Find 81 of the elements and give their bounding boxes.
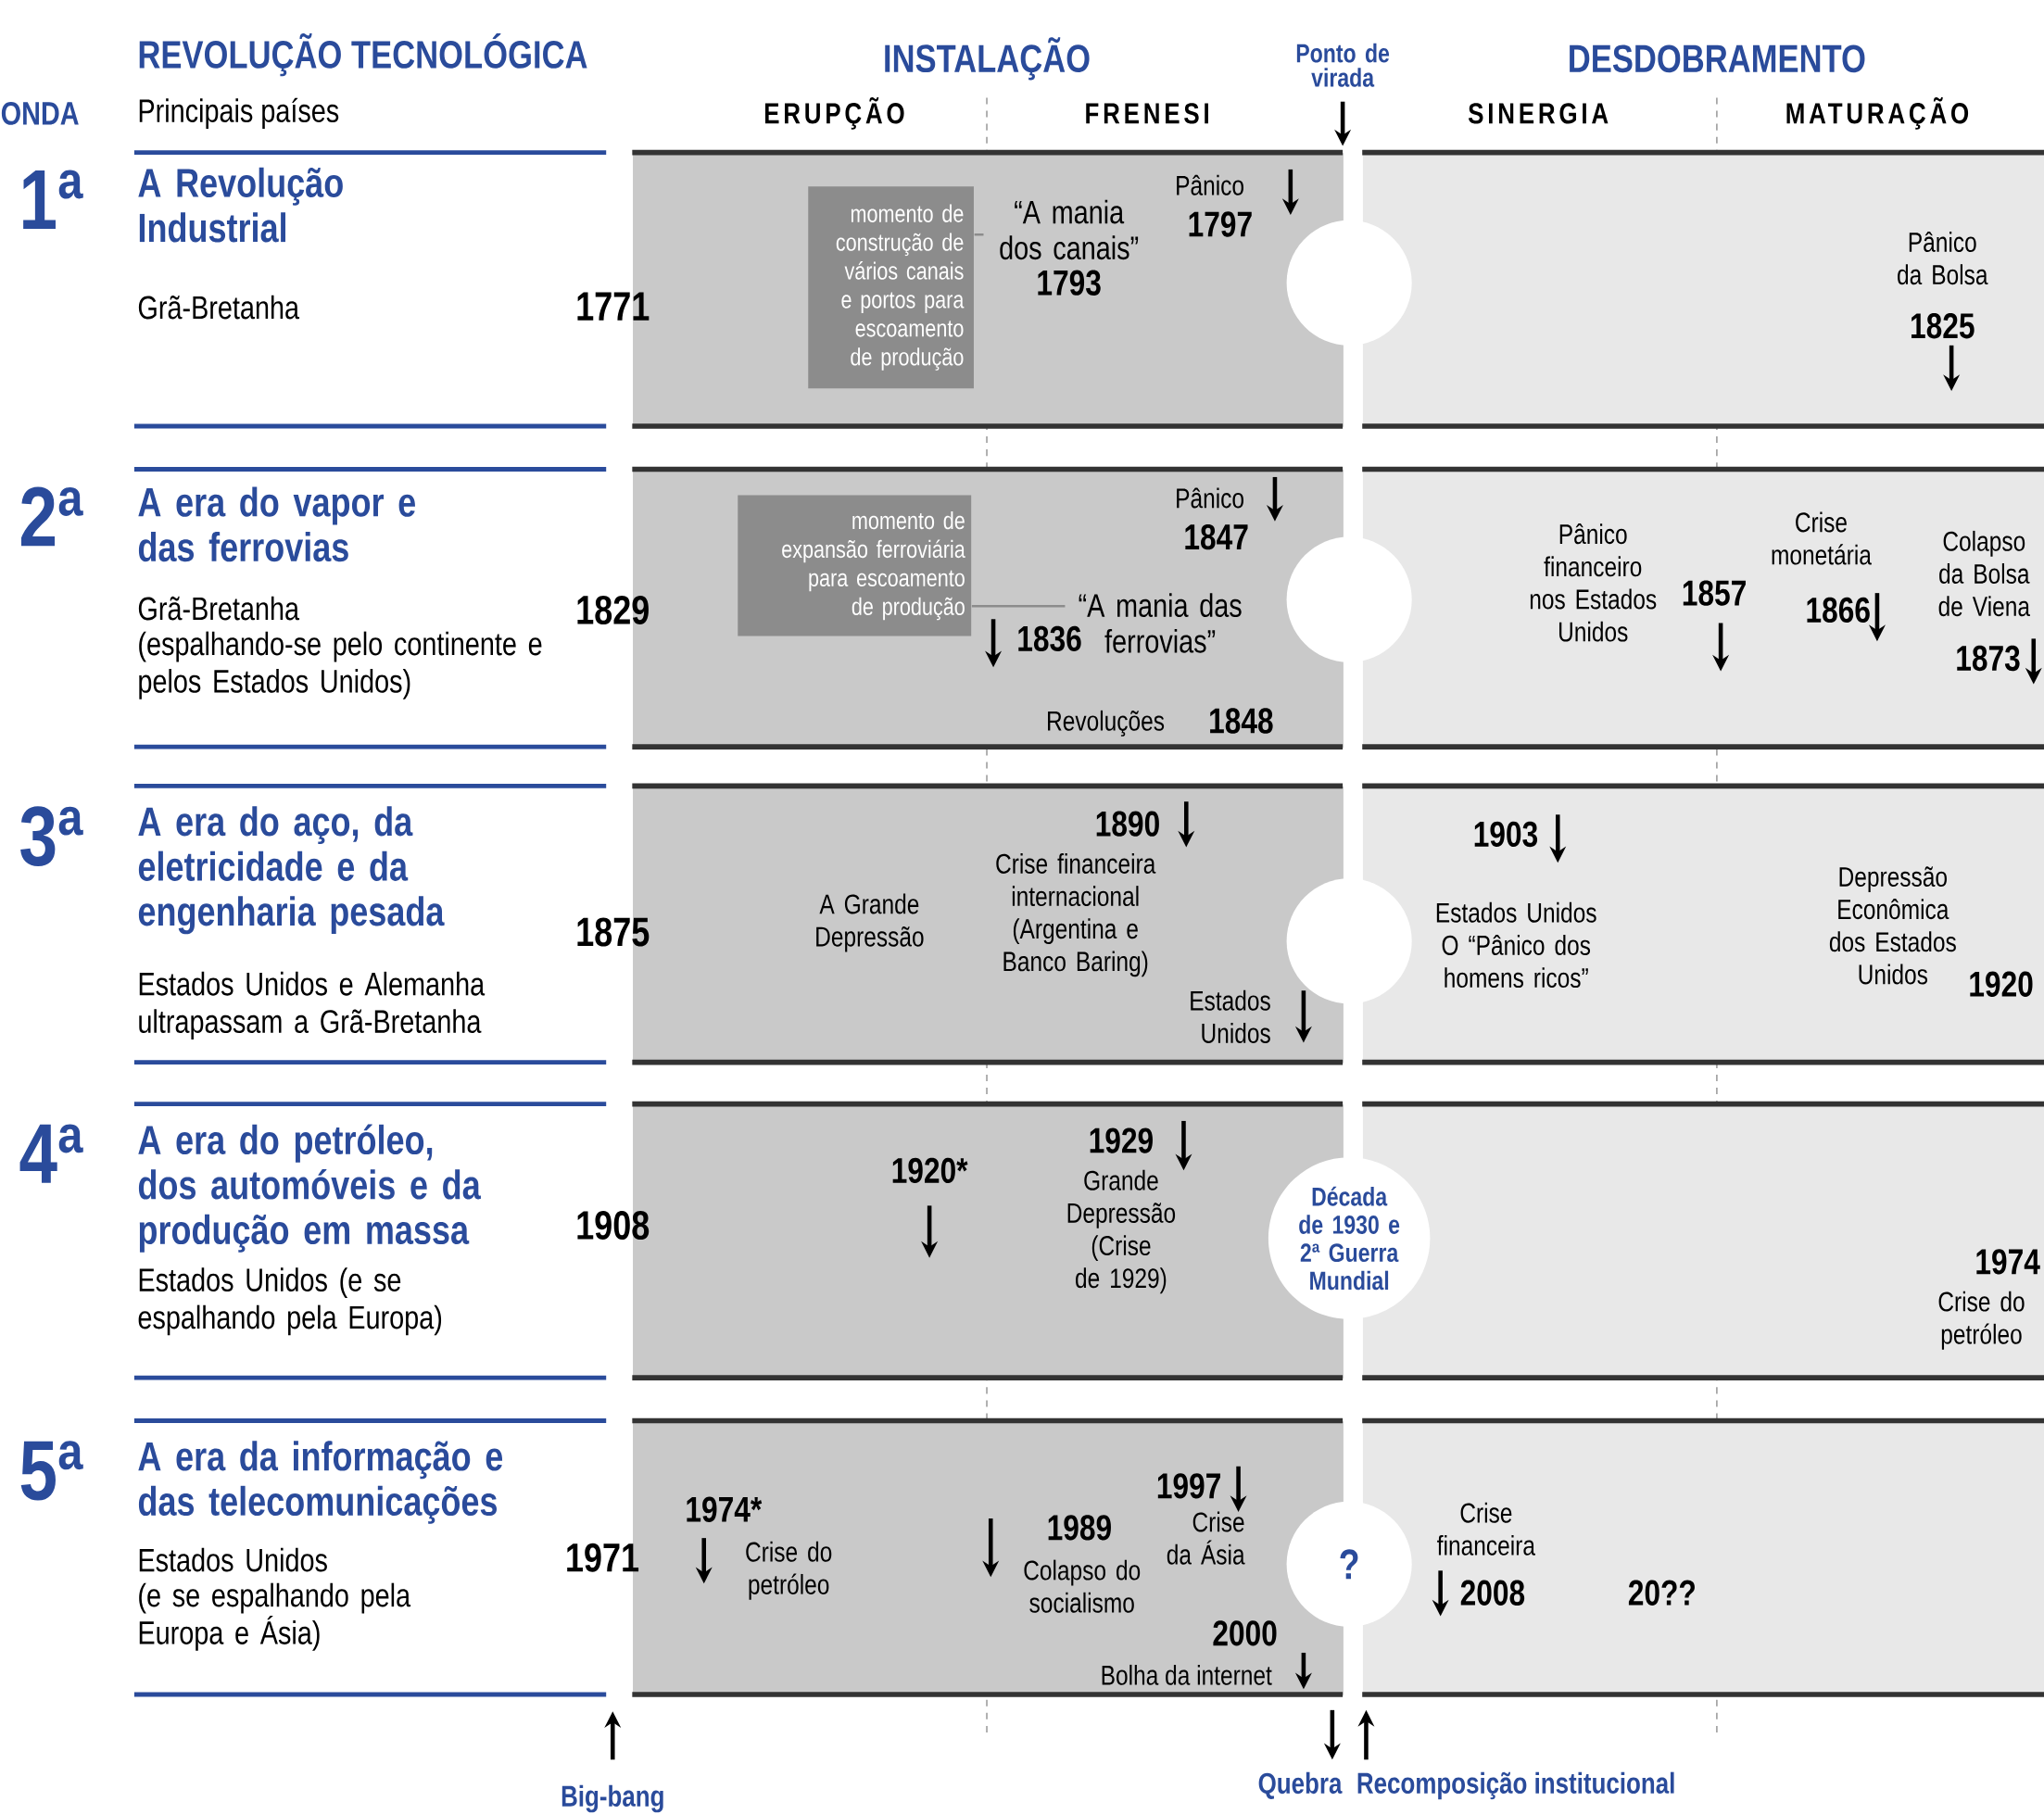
- wave-title: A era do aço, da eletricidade e da engenharia pesada: [138, 805, 445, 935]
- wave-number: 5ª: [20, 1441, 83, 1501]
- country-text: Grã-Bretanha: [138, 295, 300, 320]
- year-label: 1836: [1018, 625, 1081, 651]
- year-label: 1866: [1807, 597, 1870, 623]
- wave-number: 4ª: [19, 1124, 83, 1183]
- column-heading: ONDA: [1, 101, 79, 125]
- phase-label: Recomposição institucional: [1357, 1771, 1674, 1799]
- country-text: (e se espalhando pela Europa e Ásia): [139, 1582, 411, 1651]
- country-text: Grã-Bretanha: [138, 596, 300, 621]
- year-label: 20??: [1628, 1580, 1695, 1606]
- year-label: 1974*: [687, 1496, 763, 1522]
- event-label: Depressão Econômica dos Estados Unidos: [1829, 866, 1956, 985]
- wave-title: A era da informação e das telecomunicações: [138, 1441, 503, 1524]
- turning-point-circle: [1286, 878, 1412, 1004]
- column-heading: Principais países: [139, 97, 339, 129]
- year-label: 1920*: [892, 1157, 968, 1183]
- event-label: Pânico financeiro nos Estados Unidos: [1530, 523, 1657, 642]
- event-label: Estados Unidos O “Pânico dos homens ricos”: [1436, 901, 1596, 988]
- column-heading: INSTALAÇÃO: [885, 36, 1090, 81]
- event-label: Revoluções: [1048, 710, 1165, 737]
- year-label: 1920: [1970, 971, 2033, 997]
- country-text: Estados Unidos (e se espalhando pela Europa): [138, 1267, 442, 1336]
- column-heading: SINERGIA: [1468, 103, 1609, 124]
- wave-title: A era do vapor e das ferrovias: [138, 486, 415, 562]
- year-label: 1974: [1976, 1249, 2040, 1275]
- turning-point-circle: [1286, 536, 1412, 662]
- event-label: Grande Depressão (Crise de 1929): [1067, 1169, 1176, 1293]
- phase-label: Quebra: [1258, 1771, 1343, 1799]
- year-label: 2000: [1213, 1620, 1277, 1646]
- year-label: 1857: [1683, 580, 1746, 606]
- year-label: 1908: [577, 1210, 650, 1240]
- event-label: Crise do petróleo: [746, 1541, 832, 1600]
- year-label: 1873: [1957, 645, 2020, 671]
- wave-title: A Revolução Industrial: [138, 167, 343, 243]
- wave-title: A era do petróleo, dos automóveis e da produção em massa: [138, 1124, 481, 1253]
- year-label: 1771: [577, 292, 650, 321]
- note-box: momento de construção de vários canais e portos para escoamento de produção: [808, 185, 974, 389]
- leader-line: [974, 233, 984, 236]
- column-heading: ERUPÇÃO: [764, 96, 904, 130]
- year-label: 1797: [1189, 211, 1252, 237]
- year-label: 1903: [1474, 821, 1538, 847]
- year-label: 1890: [1096, 811, 1159, 837]
- event-label: Pânico da Bolsa: [1898, 231, 1988, 284]
- event-label: Crise do petróleo: [1938, 1291, 2025, 1350]
- year-label: 1875: [577, 917, 650, 947]
- event-label: Crise monetária: [1772, 511, 1872, 565]
- caption-text: “A mania dos canais” 1793: [1000, 199, 1139, 296]
- leader-line: [971, 604, 1066, 608]
- event-label: Estados Unidos: [1191, 989, 1270, 1043]
- year-label: 1989: [1048, 1515, 1111, 1541]
- event-label: Pânico: [1177, 174, 1243, 195]
- note-box: momento de expansão ferroviária para escoamento de produção: [738, 495, 972, 636]
- event-label: Pânico: [1177, 487, 1243, 509]
- year-label: 1825: [1912, 312, 1975, 339]
- event-label: Crise financeira: [1437, 1502, 1535, 1556]
- event-label: Bolha da internet: [1102, 1664, 1272, 1685]
- year-label: 1829: [577, 595, 649, 624]
- year-label: 1848: [1210, 708, 1273, 734]
- wave-number: 3ª: [20, 805, 83, 866]
- turning-point-circle: [1286, 220, 1412, 346]
- wave-number: 1ª: [23, 170, 83, 229]
- year-label: 1847: [1185, 523, 1248, 550]
- country-text: (espalhando-se pelo continente e pelos Estados Unidos): [139, 631, 542, 699]
- event-label: Colapso da Bolsa de Viena: [1938, 530, 2030, 616]
- event-label: Crise financeira internacional (Argentina e Banco Baring): [996, 852, 1156, 977]
- column-heading: REVOLUÇÃO TECNOLÓGICA: [139, 32, 587, 77]
- event-label: A Grande Depressão: [816, 893, 924, 952]
- column-heading: FRENESI: [1086, 103, 1208, 124]
- wave-number: 2ª: [21, 486, 83, 547]
- phase-label: Big-bang: [561, 1784, 663, 1813]
- year-label: 2008: [1460, 1580, 1525, 1606]
- column-heading: DESDOBRAMENTO: [1570, 44, 1865, 72]
- column-heading: Ponto de virada: [1296, 43, 1390, 87]
- year-label: 1997: [1157, 1473, 1220, 1499]
- year-label: 1929: [1090, 1127, 1153, 1153]
- event-label: Crise da Ásia: [1167, 1511, 1245, 1565]
- event-label: Colapso do socialismo: [1024, 1559, 1141, 1613]
- country-text: Estados Unidos e Alemanha ultrapassam a Grã-Bretanha: [139, 971, 486, 1039]
- country-text: Estados Unidos: [139, 1547, 327, 1572]
- year-label: 1971: [567, 1543, 639, 1572]
